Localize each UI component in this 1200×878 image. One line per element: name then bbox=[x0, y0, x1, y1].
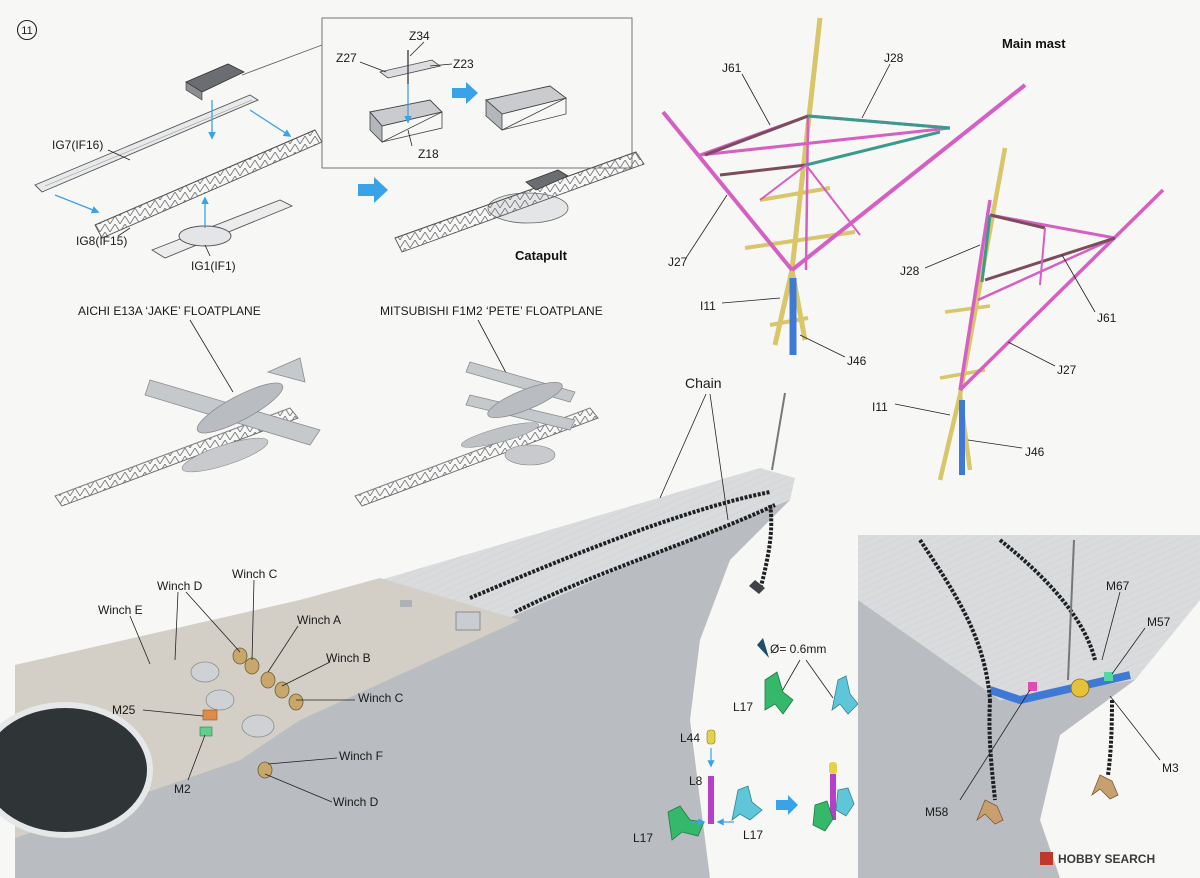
step-number: 11 bbox=[21, 25, 32, 37]
label-m25: M25 bbox=[112, 703, 136, 717]
label-i11-small: I11 bbox=[872, 400, 888, 414]
label-m57: M57 bbox=[1147, 615, 1171, 629]
label-winch-f: Winch F bbox=[339, 749, 383, 763]
part-ig7-rail-shape bbox=[34, 94, 259, 193]
label-l8: L8 bbox=[689, 774, 703, 788]
label-winch-e: Winch E bbox=[98, 603, 143, 617]
bow-deck-illustration: Chain Winch E Winch D Winch C Winch A Wi… bbox=[0, 375, 795, 878]
label-winch-d-bottom: Winch D bbox=[333, 795, 379, 809]
watermark-logo: HOBBY SEARCH bbox=[1040, 852, 1155, 866]
part-ig1-base-shape bbox=[150, 199, 294, 259]
step-arrow-small bbox=[776, 795, 798, 815]
label-winch-b: Winch B bbox=[326, 651, 371, 665]
label-j46-large: J46 bbox=[847, 354, 867, 368]
label-z27: Z27 bbox=[336, 51, 357, 65]
label-diameter: Ø= 0.6mm bbox=[770, 642, 826, 656]
assembly-arrow bbox=[54, 194, 100, 214]
label-l17-right: L17 bbox=[743, 828, 763, 842]
label-winch-d-top: Winch D bbox=[157, 579, 203, 593]
label-j46-small: J46 bbox=[1025, 445, 1045, 459]
main-mast-assembly: Main mast J61 J28 J27 bbox=[661, 17, 1165, 481]
label-j27-small: J27 bbox=[1057, 363, 1077, 377]
label-j28-large: J28 bbox=[884, 51, 904, 65]
label-j27-large: J27 bbox=[668, 255, 688, 269]
label-chain: Chain bbox=[685, 375, 722, 391]
label-ig8: IG8(IF15) bbox=[76, 234, 127, 248]
small-mast-shape bbox=[937, 147, 1165, 481]
label-m58: M58 bbox=[925, 805, 949, 819]
label-l17-left: L17 bbox=[633, 831, 653, 845]
label-winch-c-mid: Winch C bbox=[358, 691, 404, 705]
step-number-badge: 11 bbox=[16, 19, 38, 41]
label-winch-a: Winch A bbox=[297, 613, 341, 627]
label-j61-large: J61 bbox=[722, 61, 742, 75]
large-mast-shape bbox=[661, 17, 1027, 355]
catapult-heading: Catapult bbox=[515, 248, 568, 263]
label-j61-small: J61 bbox=[1097, 311, 1117, 325]
step-arrow-right bbox=[358, 177, 388, 203]
mitsubishi-floatplane-shape bbox=[354, 361, 599, 507]
floatplane-mitsubishi-group: MITSUBISHI F1M2 ‘PETE’ FLOATPLANE bbox=[354, 304, 603, 507]
completed-catapult-shape bbox=[394, 151, 645, 253]
label-m67: M67 bbox=[1106, 579, 1130, 593]
label-m2: M2 bbox=[174, 782, 191, 796]
part-l44-shape bbox=[706, 729, 716, 745]
catapult-assembly: IG7(IF16) IG8(IF15) IG1(IF1) Z34 bbox=[34, 17, 645, 273]
label-l17-green: L17 bbox=[733, 700, 753, 714]
main-mast-heading: Main mast bbox=[1002, 36, 1066, 51]
bow-detail-view: M67 M57 M3 M58 bbox=[858, 535, 1200, 878]
label-i11-large: I11 bbox=[700, 299, 716, 313]
anchor-pair-shape bbox=[667, 785, 763, 841]
label-aichi-floatplane: AICHI E13A ‘JAKE’ FLOATPLANE bbox=[78, 304, 261, 318]
label-ig1: IG1(IF1) bbox=[191, 259, 236, 273]
anchor-assembled-shape bbox=[812, 762, 855, 832]
label-ig7: IG7(IF16) bbox=[52, 138, 103, 152]
catapult-carriage-shape bbox=[185, 63, 245, 101]
aichi-floatplane-shape bbox=[54, 357, 321, 507]
watermark-text: HOBBY SEARCH bbox=[1058, 852, 1155, 866]
inset-arrow-right bbox=[452, 82, 478, 104]
label-m3: M3 bbox=[1162, 761, 1179, 775]
label-z18: Z18 bbox=[418, 147, 439, 161]
label-z34: Z34 bbox=[409, 29, 430, 43]
inset-small-parts-shape bbox=[369, 50, 443, 143]
label-z23: Z23 bbox=[453, 57, 474, 71]
label-mitsubishi-floatplane: MITSUBISHI F1M2 ‘PETE’ FLOATPLANE bbox=[380, 304, 603, 318]
assembly-arrow bbox=[249, 109, 292, 137]
inset-assembled-carriage-shape bbox=[485, 85, 568, 131]
label-winch-c-top: Winch C bbox=[232, 567, 278, 581]
anchor-green-shape bbox=[764, 671, 794, 715]
label-l44: L44 bbox=[680, 731, 700, 745]
anchor-cyan-shape bbox=[831, 675, 859, 715]
floatplane-aichi-group: AICHI E13A ‘JAKE’ FLOATPLANE bbox=[54, 304, 321, 507]
drill-icon bbox=[757, 638, 769, 658]
label-j28-small: J28 bbox=[900, 264, 920, 278]
